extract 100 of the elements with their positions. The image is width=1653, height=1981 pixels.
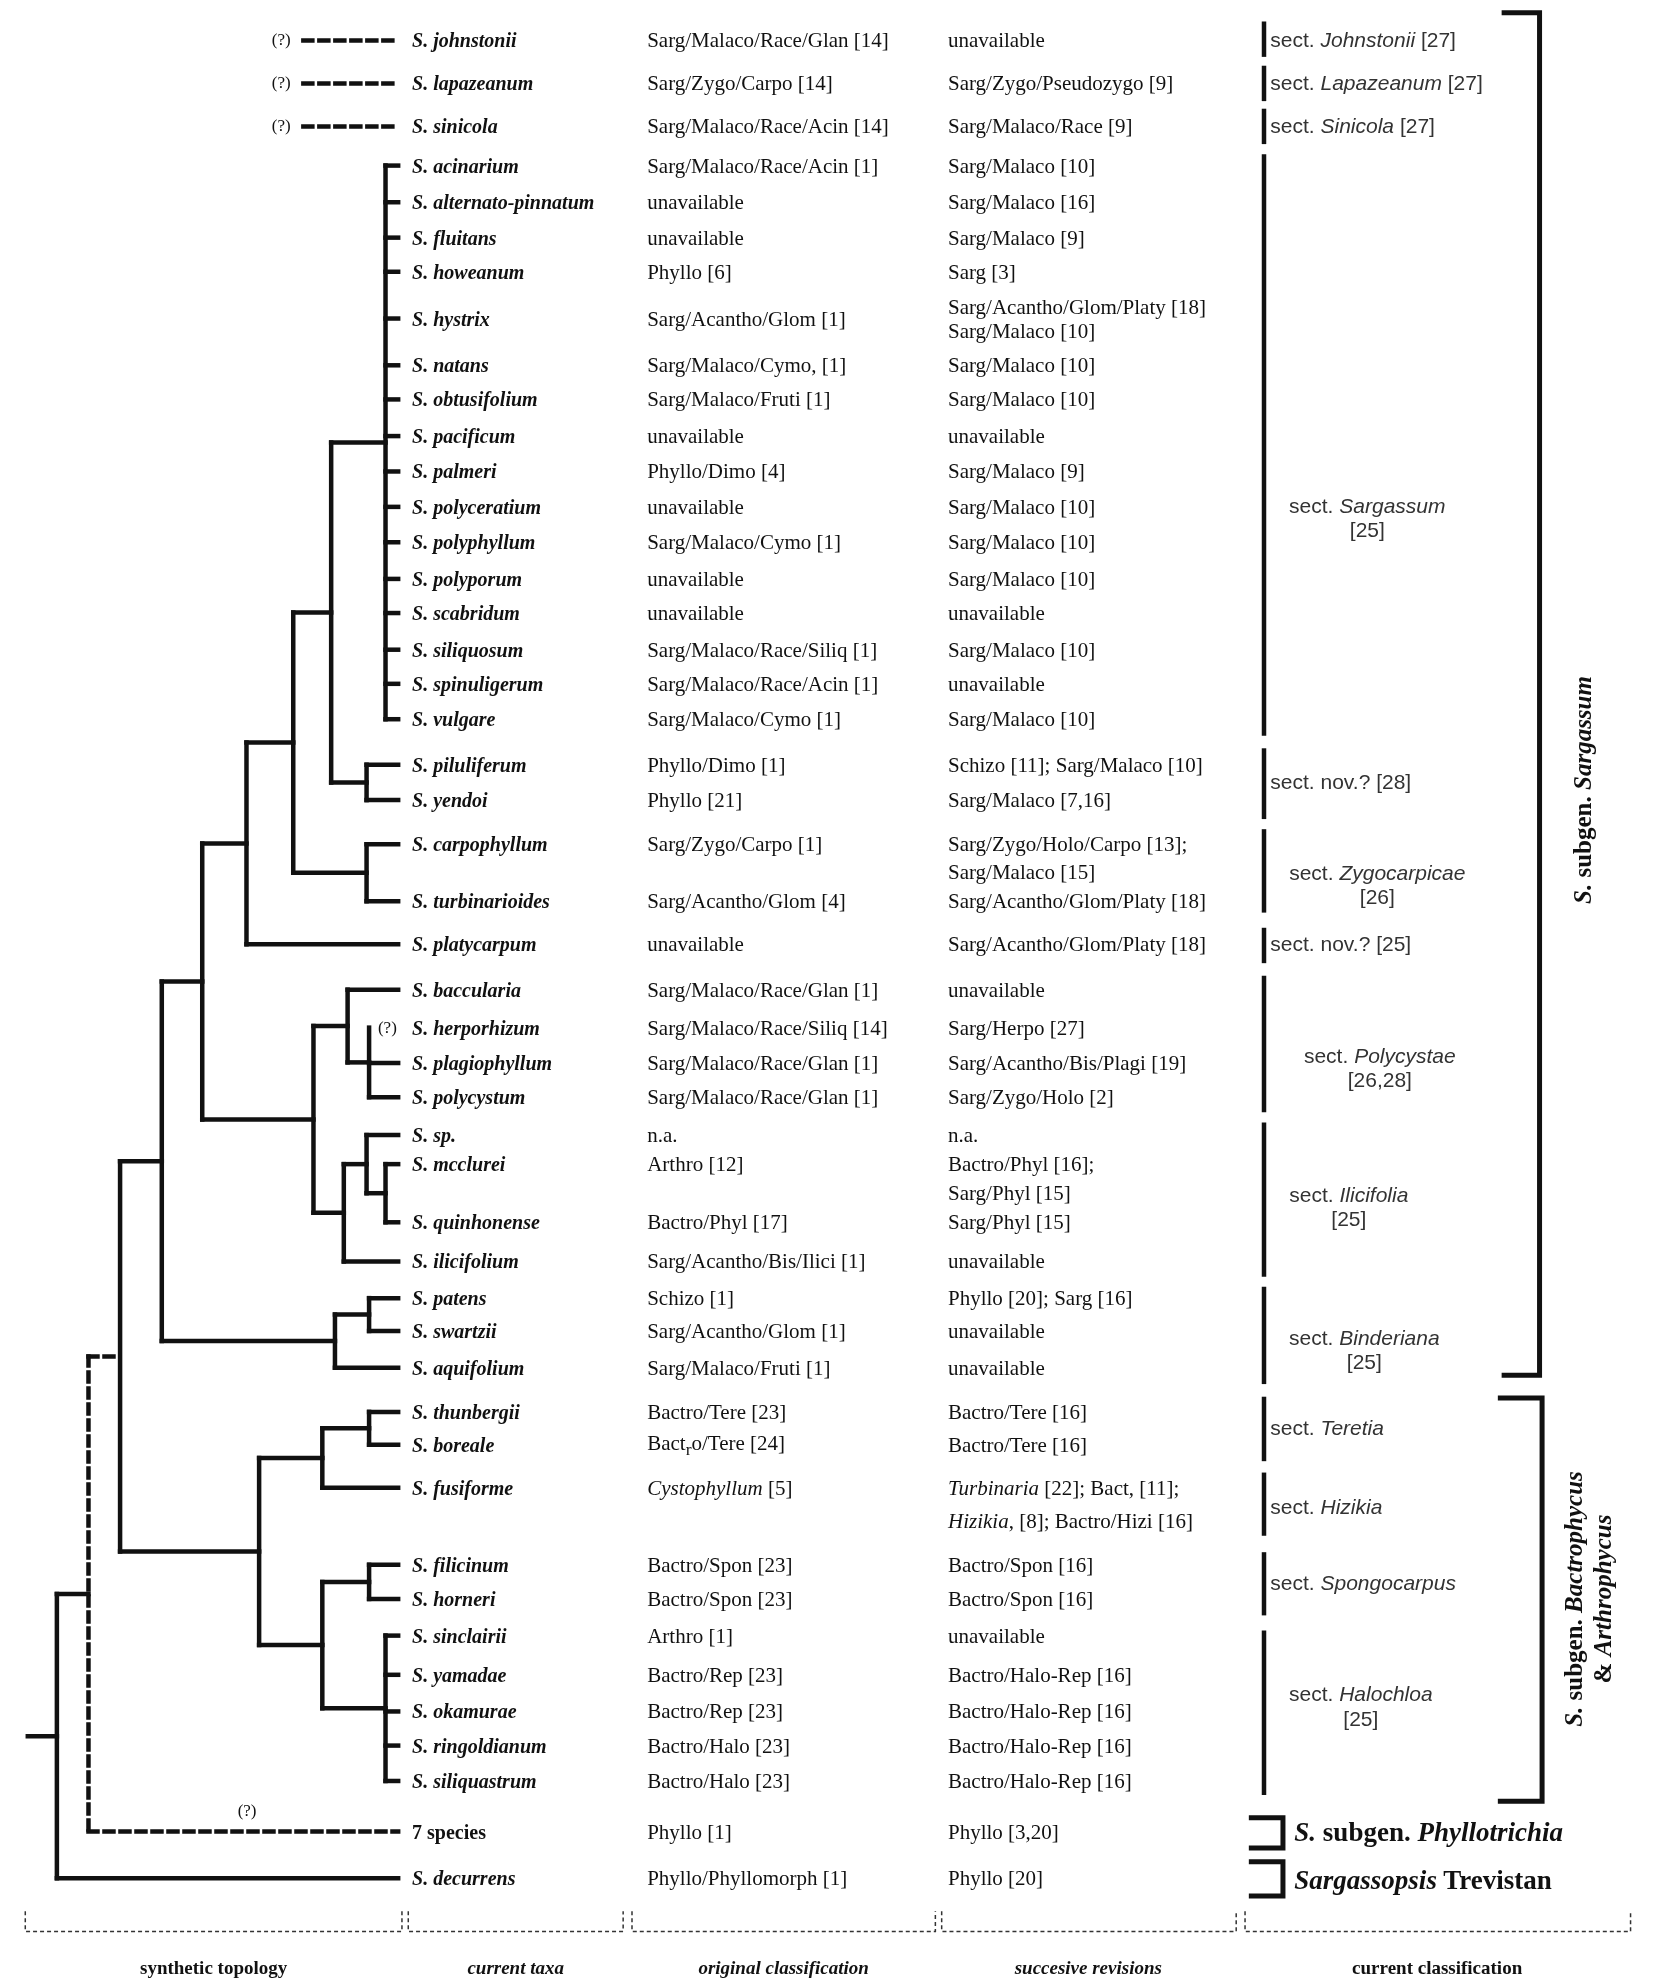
revision-classification: Sarg/Malaco [10] — [948, 153, 1096, 178]
revision-classification: Sarg/Malaco/Race [9] — [948, 114, 1133, 139]
taxon-name: S. aquifolium — [412, 1356, 525, 1380]
revision-classification: Bactro/Halo-Rep [16] — [948, 1768, 1132, 1794]
section-name: sect. Hizikia — [1270, 1494, 1383, 1519]
original-classification: Sarg/Acantho/Glom [1] — [647, 1318, 846, 1344]
taxon-name: S. palmeri — [412, 459, 497, 483]
revision-classification: Phyllo [3,20] — [948, 1819, 1059, 1844]
revision-classification: Sarg/Malaco [9] — [948, 459, 1085, 484]
original-classification: Sarg/Malaco/Race/Acin [1] — [647, 153, 879, 178]
revision-classification: Sarg/Acantho/Glom/Platy [18] — [948, 932, 1206, 957]
original-classification: Bactro/Phyl [17] — [647, 1210, 788, 1235]
taxon-name: S. alternato-pinnatum — [412, 190, 595, 214]
original-classification: Sarg/Malaco/Race/Siliq [14] — [647, 1015, 888, 1040]
column-header: synthetic topology — [140, 1957, 288, 1979]
original-classification: Bactro/Rep [23] — [647, 1699, 784, 1724]
original-classification: Bactro/Rep [23] — [647, 1662, 784, 1687]
original-classification: Cystophyllum [5] — [647, 1475, 793, 1500]
taxon-name: S. natans — [412, 353, 489, 377]
revision-classification: Sarg/Malaco [10] — [948, 530, 1096, 555]
original-classification: unavailable — [647, 424, 744, 449]
taxon-name: S. vulgare — [412, 707, 496, 731]
revision-classification: Sarg/Acantho/Bis/Plagi [19] — [948, 1050, 1187, 1076]
original-classification: Sarg/Malaco/Race/Siliq [1] — [647, 637, 878, 662]
taxon-name: S. acinarium — [412, 154, 519, 178]
revision-classification: Bactro/Spon [16] — [948, 1552, 1094, 1577]
original-classification: Sarg/Malaco/Cymo, [1] — [647, 353, 847, 378]
column-header: succesive revisions — [1014, 1957, 1162, 1979]
original-classification: unavailable — [647, 932, 744, 957]
revision-classification: Sarg/Malaco [9] — [948, 225, 1085, 250]
original-classification: Sarg/Malaco/Fruti [1] — [647, 1355, 831, 1380]
taxon-name: S. okamurae — [412, 1699, 517, 1723]
original-classification: unavailable — [647, 600, 744, 626]
revision-classification: Sarg [3] — [948, 259, 1016, 284]
revision-classification: unavailable — [948, 1355, 1045, 1380]
revision-classification: Schizo [11]; Sarg/Malaco [10] — [948, 752, 1203, 777]
revision-classification: Sarg/Malaco [10] — [948, 494, 1096, 519]
original-classification: Sarg/Malaco/Race/Glan [1] — [647, 1050, 879, 1076]
original-classification: Bactro/Halo [23] — [647, 1768, 791, 1794]
taxon-name: S. yamadae — [412, 1663, 507, 1687]
original-classification: unavailable — [647, 225, 744, 250]
taxon-name: S. herporhizum — [412, 1016, 540, 1040]
section-name: sect. Ilicifolia [25] — [1288, 1182, 1410, 1232]
section-name: sect. Lapazeanum [27] — [1270, 71, 1483, 96]
revision-classification: Sarg/Malaco [10] — [948, 637, 1096, 662]
revision-classification: unavailable — [948, 1623, 1045, 1648]
taxon-name: S. polyceratium — [412, 495, 541, 519]
original-classification: unavailable — [647, 190, 744, 215]
original-classification: Sarg/Malaco/Race/Glan [1] — [647, 977, 879, 1002]
taxon-name: S. hystrix — [412, 307, 490, 330]
original-classification: Sarg/Malaco/Race/Glan [1] — [647, 1085, 879, 1110]
original-classification: Bactro/Tere [23] — [647, 1399, 787, 1424]
taxon-name: S. horneri — [412, 1587, 496, 1611]
original-classification: Phyllo [6] — [647, 259, 732, 284]
column-header: current classification — [1352, 1957, 1523, 1979]
uncertainty-mark: (?) — [271, 116, 291, 137]
original-classification: Sarg/Zygo/Carpo [14] — [647, 71, 833, 96]
taxon-name: S. siliquastrum — [412, 1769, 537, 1793]
revision-classification: Sarg/Phyl [15] — [948, 1181, 1071, 1206]
revision-classification: Sarg/Acantho/Glom/Platy [18] — [948, 889, 1206, 914]
revision-classification: Bactro/Halo-Rep [16] — [948, 1733, 1132, 1758]
original-classification: Bactro/Spon [23] — [647, 1586, 793, 1611]
original-classification: unavailable — [647, 494, 744, 519]
section-name: sect. Zygocarpicae [26] — [1288, 860, 1467, 909]
taxon-name: S. plagiophyllum — [412, 1051, 553, 1075]
taxon-name: S. patens — [412, 1286, 487, 1310]
original-classification: unavailable — [647, 566, 744, 591]
taxon-name: S. filicinum — [412, 1553, 509, 1577]
revision-classification: Sarg/Malaco [15] — [948, 860, 1096, 885]
column-header: current taxa — [467, 1957, 564, 1979]
subgenus-name: Sargassopsis Trevistan — [1294, 1865, 1552, 1897]
section-name: sect. Spongocarpus — [1270, 1570, 1456, 1595]
column-header: original classification — [698, 1957, 869, 1979]
revision-classification: Phyllo [20]; Sarg [16] — [948, 1286, 1133, 1311]
original-classification: Bact$_{r}$o/Tere [24] — [647, 1430, 786, 1459]
taxon-name: S. fluitans — [412, 226, 497, 250]
original-classification: Sarg/Malaco/Race/Acin [1] — [647, 671, 879, 696]
revision-classification: Sarg/Malaco [10] — [948, 566, 1096, 591]
original-classification: Sarg/Acantho/Glom [4] — [647, 889, 846, 914]
section-name: sect. Sargassum [25] — [1288, 494, 1447, 543]
taxon-name: S. fusiforme — [412, 1476, 514, 1500]
section-name: sect. nov.? [28] — [1270, 770, 1412, 795]
subgenus-name: S. subgen. Sargassum — [1568, 676, 1597, 904]
taxon-name: S. polyporum — [412, 567, 523, 591]
original-classification: Phyllo/Dimo [1] — [647, 752, 786, 777]
original-classification: n.a. — [647, 1123, 678, 1148]
revision-classification: Bactro/Tere [16] — [948, 1432, 1088, 1457]
revision-classification: Phyllo [20] — [948, 1866, 1044, 1891]
taxon-name: S. johnstonii — [412, 28, 517, 52]
original-classification: Sarg/Malaco/Cymo [1] — [647, 530, 841, 555]
original-classification: Sarg/Acantho/Glom [1] — [647, 306, 846, 331]
section-name: sect. nov.? [25] — [1270, 932, 1412, 957]
revision-classification: Sarg/Malaco [16] — [948, 190, 1096, 215]
revision-classification: Bactro/Phyl [16]; — [948, 1152, 1095, 1177]
section-name: sect. Teretia — [1270, 1416, 1384, 1441]
section-name: sect. Polycystae [26,28] — [1302, 1043, 1457, 1093]
revision-classification: unavailable — [948, 1318, 1045, 1344]
taxon-name: S. yendoi — [412, 788, 488, 812]
revision-classification: Sarg/Zygo/Holo/Carpo [13]; — [948, 832, 1188, 857]
original-classification: Bactro/Spon [23] — [647, 1552, 793, 1577]
